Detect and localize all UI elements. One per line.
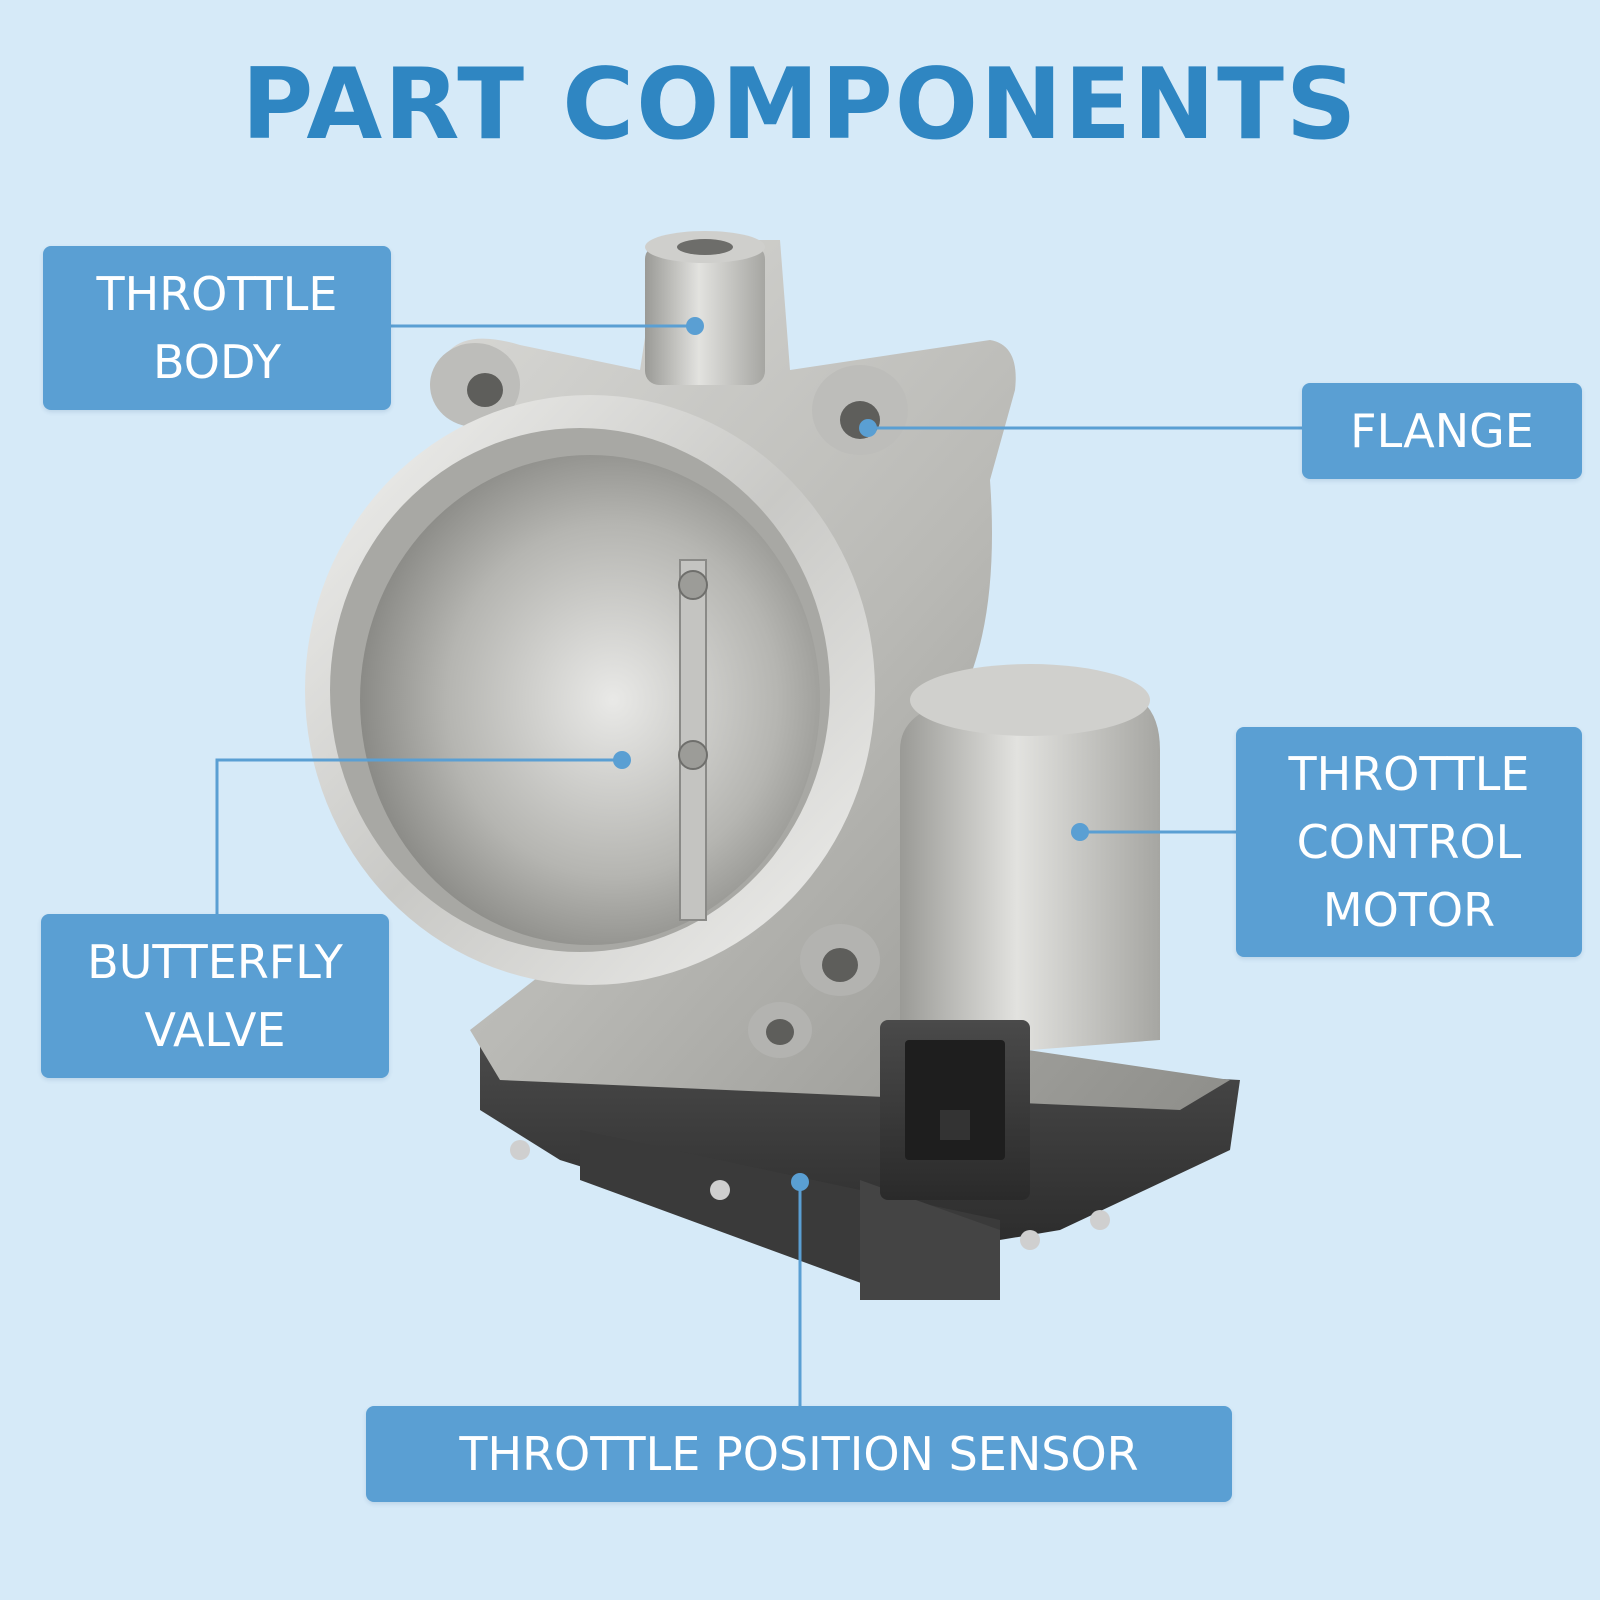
leader-butterfly-valve [215, 758, 622, 914]
leader-lines [215, 317, 1302, 1406]
leader-butterfly-valve-dot [613, 751, 631, 769]
leader-throttle-body-dot [686, 317, 704, 335]
motor-housing [880, 664, 1160, 1200]
label-throttle-control-motor: THROTTLE CONTROL MOTOR [1236, 727, 1582, 957]
leader-throttle-control-motor-dot [1071, 823, 1089, 841]
label-motor-line-3: MOTOR [1322, 883, 1496, 937]
intake-bore [305, 395, 875, 985]
label-throttle-body-line-1: THROTTLE [96, 267, 338, 321]
label-motor-line-1: THROTTLE [1288, 747, 1530, 801]
label-throttle-body-line-2: BODY [153, 335, 281, 389]
label-flange-text: FLANGE [1350, 404, 1534, 458]
label-flange: FLANGE [1302, 383, 1582, 479]
leader-throttle-position-sensor-dot [791, 1173, 809, 1191]
label-butterfly-valve-line-1: BUTTERFLY [87, 935, 343, 989]
label-butterfly-valve-line-2: VALVE [144, 1003, 286, 1057]
page-title: PART COMPONENTS [241, 48, 1359, 162]
label-throttle-position-sensor: THROTTLE POSITION SENSOR [366, 1406, 1232, 1502]
label-butterfly-valve: BUTTERFLY VALVE [41, 914, 389, 1078]
label-sensor-text: THROTTLE POSITION SENSOR [459, 1427, 1139, 1481]
leader-flange-dot [859, 419, 877, 437]
label-motor-line-2: CONTROL [1296, 815, 1522, 869]
label-throttle-body: THROTTLE BODY [43, 246, 391, 410]
